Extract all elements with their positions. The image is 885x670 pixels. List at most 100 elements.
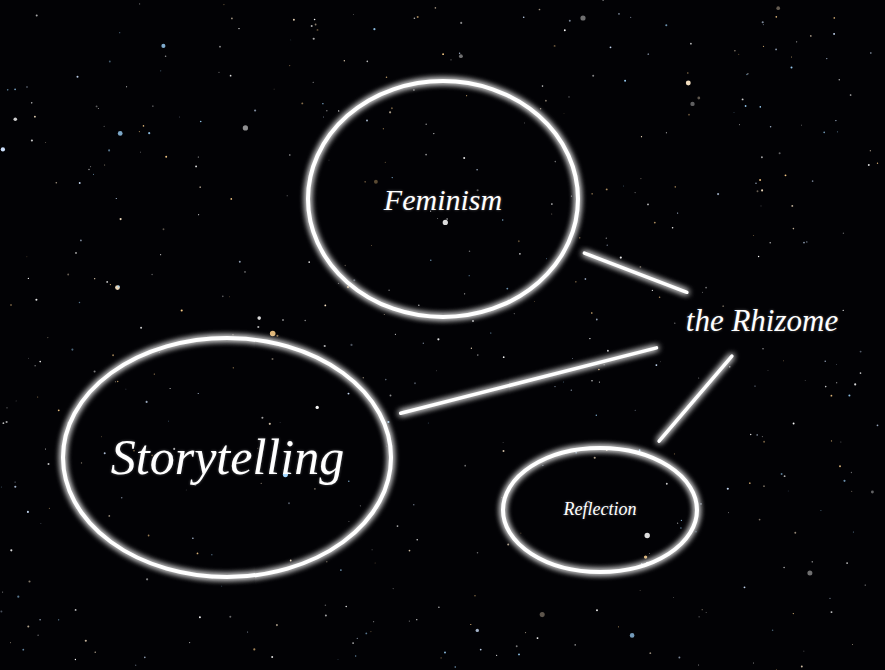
- star: [22, 649, 24, 651]
- star: [649, 652, 651, 654]
- star: [749, 482, 751, 484]
- star: [640, 266, 642, 268]
- star: [413, 504, 414, 505]
- star: [836, 382, 837, 383]
- star: [35, 365, 36, 366]
- star: [850, 94, 852, 96]
- star: [276, 335, 278, 337]
- star: [211, 554, 212, 555]
- star: [317, 29, 319, 31]
- star: [747, 73, 749, 75]
- star: [425, 154, 427, 156]
- concept-label: Reflection: [564, 500, 637, 520]
- star: [490, 332, 491, 333]
- star: [103, 125, 105, 127]
- star: [47, 337, 48, 338]
- star: [665, 24, 667, 26]
- star: [688, 114, 690, 116]
- star: [58, 619, 59, 620]
- star: [645, 533, 650, 538]
- star: [10, 549, 12, 551]
- star: [365, 633, 367, 635]
- star: [503, 356, 505, 358]
- star: [762, 21, 764, 23]
- star: [238, 28, 239, 29]
- star: [230, 198, 232, 200]
- star: [348, 393, 350, 395]
- star: [88, 169, 90, 171]
- star: [438, 606, 439, 607]
- star: [666, 132, 667, 133]
- star: [345, 265, 346, 266]
- star: [116, 198, 117, 199]
- star: [79, 302, 80, 303]
- star: [775, 48, 777, 50]
- star: [79, 182, 81, 184]
- glow-ellipse: [63, 338, 391, 577]
- glow-connector: [659, 356, 732, 441]
- star: [108, 149, 110, 151]
- star: [388, 290, 390, 292]
- star: [742, 98, 744, 100]
- star: [287, 195, 288, 196]
- star: [189, 642, 190, 643]
- star: [301, 102, 303, 104]
- star: [199, 616, 201, 618]
- star: [433, 133, 434, 134]
- star: [340, 569, 342, 571]
- star: [96, 105, 98, 107]
- star: [523, 16, 525, 18]
- star: [372, 549, 373, 550]
- star: [501, 497, 503, 499]
- star: [592, 193, 593, 194]
- star: [135, 665, 136, 666]
- star: [523, 122, 525, 124]
- star: [218, 71, 220, 73]
- star: [803, 242, 805, 244]
- star: [502, 219, 504, 221]
- star: [870, 150, 871, 151]
- star: [655, 364, 657, 366]
- star: [607, 350, 609, 352]
- star: [690, 102, 694, 106]
- concept-circle: Storytelling: [60, 335, 394, 580]
- star: [745, 105, 747, 107]
- star: [640, 178, 641, 179]
- star: [727, 488, 729, 490]
- star: [459, 54, 463, 58]
- star: [289, 154, 291, 156]
- star: [666, 483, 668, 485]
- star: [366, 60, 368, 62]
- star: [776, 669, 777, 670]
- star: [233, 367, 234, 368]
- star: [835, 120, 836, 121]
- star: [606, 238, 607, 239]
- star: [564, 29, 566, 31]
- star: [477, 552, 479, 554]
- star: [198, 156, 199, 157]
- star: [148, 132, 150, 134]
- star: [860, 372, 862, 374]
- star: [200, 121, 202, 123]
- star: [154, 374, 155, 375]
- star: [695, 531, 697, 533]
- star: [352, 13, 354, 15]
- star: [659, 361, 661, 363]
- star: [6, 421, 8, 423]
- star: [386, 77, 388, 79]
- star: [554, 45, 556, 47]
- star: [801, 666, 803, 668]
- star: [630, 633, 635, 638]
- star: [325, 614, 327, 616]
- star: [575, 452, 577, 454]
- star: [253, 648, 255, 650]
- star: [230, 75, 232, 77]
- star: [728, 512, 729, 513]
- star: [391, 107, 393, 109]
- star: [760, 205, 762, 207]
- star: [3, 422, 5, 424]
- star: [257, 326, 259, 328]
- star: [373, 621, 374, 622]
- star: [279, 422, 281, 424]
- star: [537, 637, 539, 639]
